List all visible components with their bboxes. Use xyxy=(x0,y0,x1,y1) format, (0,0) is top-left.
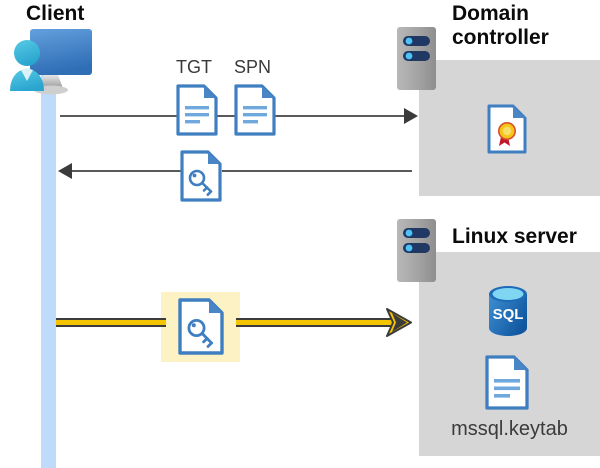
keytab-file-icon xyxy=(485,355,529,410)
sql-database-icon: SQL xyxy=(486,285,530,337)
client-lifeline xyxy=(41,75,56,468)
service-ticket-arrow-head-icon xyxy=(386,308,412,337)
linux-server-icon xyxy=(397,219,436,282)
domain-controller-server-icon xyxy=(397,27,436,90)
ticket-response-arrow-line-right xyxy=(222,170,412,172)
ticket-response-arrow-line-left xyxy=(60,170,182,172)
ticket-document-key-icon xyxy=(180,150,222,202)
domain-controller-title-line1: Domain xyxy=(452,2,530,25)
certificate-icon xyxy=(487,104,527,154)
spn-document-icon xyxy=(234,84,276,136)
service-ticket-arrow-line-left xyxy=(56,318,166,327)
linux-server-panel xyxy=(419,252,600,456)
request-arrow-head-icon xyxy=(404,108,418,124)
client-workstation-icon xyxy=(8,28,96,100)
domain-controller-title-line2: controller xyxy=(452,25,549,49)
ticket-response-arrow-head-icon xyxy=(58,163,72,179)
keytab-filename-label: mssql.keytab xyxy=(451,418,568,440)
tgt-label: TGT xyxy=(176,57,212,77)
linux-server-title: Linux server xyxy=(452,225,577,248)
tgt-document-icon xyxy=(176,84,218,136)
spn-label: SPN xyxy=(234,57,272,77)
domain-controller-title: Domain controller xyxy=(452,2,592,49)
service-ticket-arrow-line-right xyxy=(236,318,392,327)
svg-text:SQL: SQL xyxy=(493,306,524,323)
service-ticket-document-key-icon xyxy=(178,298,224,355)
client-title: Client xyxy=(26,2,85,25)
